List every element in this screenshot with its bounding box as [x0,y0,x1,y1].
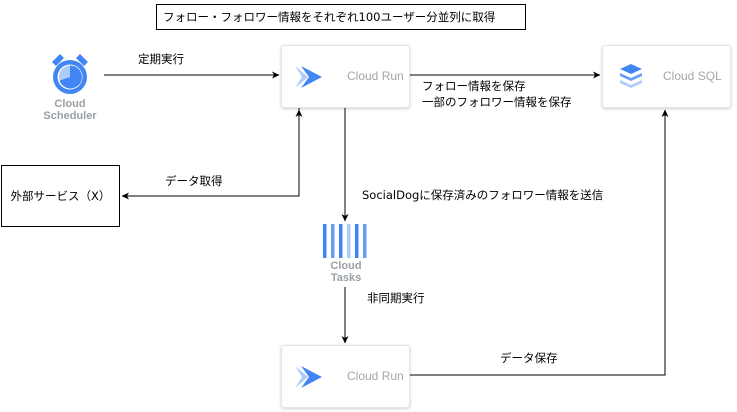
cloud-sql-icon [620,64,642,88]
edge-label-fetch: データ取得 [165,174,223,188]
cloud-scheduler-icon [52,54,88,94]
external-service-box[interactable]: 外部サービス（X） [1,165,120,227]
cloud-run-bottom-card[interactable]: Cloud Run [281,345,410,408]
edge-label-scheduled: 定期実行 [138,52,184,66]
cloud-scheduler-node: Cloud Scheduler [40,52,100,124]
cloud-sql-label: Cloud SQL [663,69,722,83]
cloud-run-bottom-label: Cloud Run [347,369,404,383]
cloud-run-top-card[interactable]: Cloud Run [281,45,410,108]
cloud-tasks-node: Cloud Tasks [318,222,374,286]
caption-line: Cloud [54,98,86,110]
edge-label-save-line2: 一部のフォロワー情報を保存 [422,95,572,109]
caption-line: Scheduler [43,110,97,122]
cloud-sql-card[interactable]: Cloud SQL [602,45,731,108]
external-service-label: 外部サービス（X） [10,189,111,203]
diagram-title: フォロー・フォロワー情報をそれぞれ100ユーザー分並列に取得 [156,4,526,30]
edge-label-store: データ保存 [500,351,558,365]
cloud-run-icon [295,66,322,88]
cloud-tasks-caption: Cloud Tasks [318,260,374,284]
caption-line: Cloud [330,260,362,272]
cloud-tasks-icon [323,224,367,258]
cloud-run-icon [295,366,322,388]
edge-run-to-sql-bottom [408,109,669,376]
edge-label-save-line1: フォロー情報を保存 [422,79,526,93]
cloud-run-top-label: Cloud Run [347,69,404,83]
edge-label-send: SocialDogに保存済みのフォロワー情報を送信 [362,188,604,202]
edge-label-async: 非同期実行 [367,291,425,305]
edge-label-save: フォロー情報を保存 一部のフォロワー情報を保存 [422,78,572,110]
caption-line: Tasks [330,272,362,284]
cloud-scheduler-caption: Cloud Scheduler [40,98,100,122]
